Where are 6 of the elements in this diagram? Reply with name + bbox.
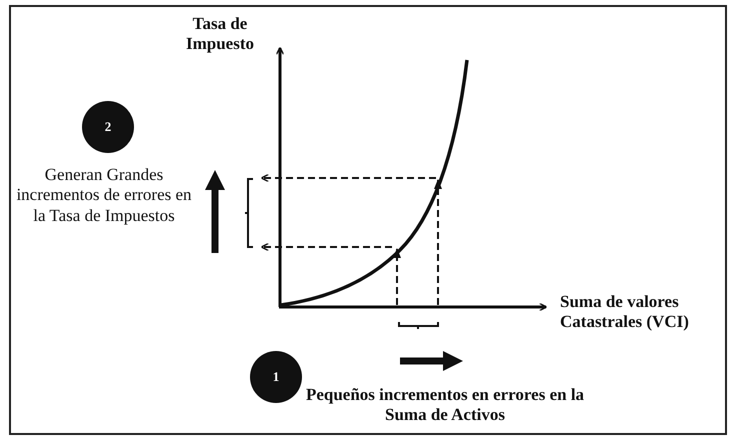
axis-title: Suma de valores Catastrales (VCI) bbox=[560, 292, 690, 333]
annotation-text: Generan Grandes incrementos de errores en la Tasa de Impuestos bbox=[15, 165, 193, 226]
callout-number: 1 bbox=[250, 351, 302, 403]
callout-number: 2 bbox=[82, 101, 134, 153]
axis-title: Tasa de Impuesto bbox=[184, 14, 255, 55]
annotation-text: Pequeños incrementos en errores en la Suma de Activos bbox=[304, 385, 586, 426]
